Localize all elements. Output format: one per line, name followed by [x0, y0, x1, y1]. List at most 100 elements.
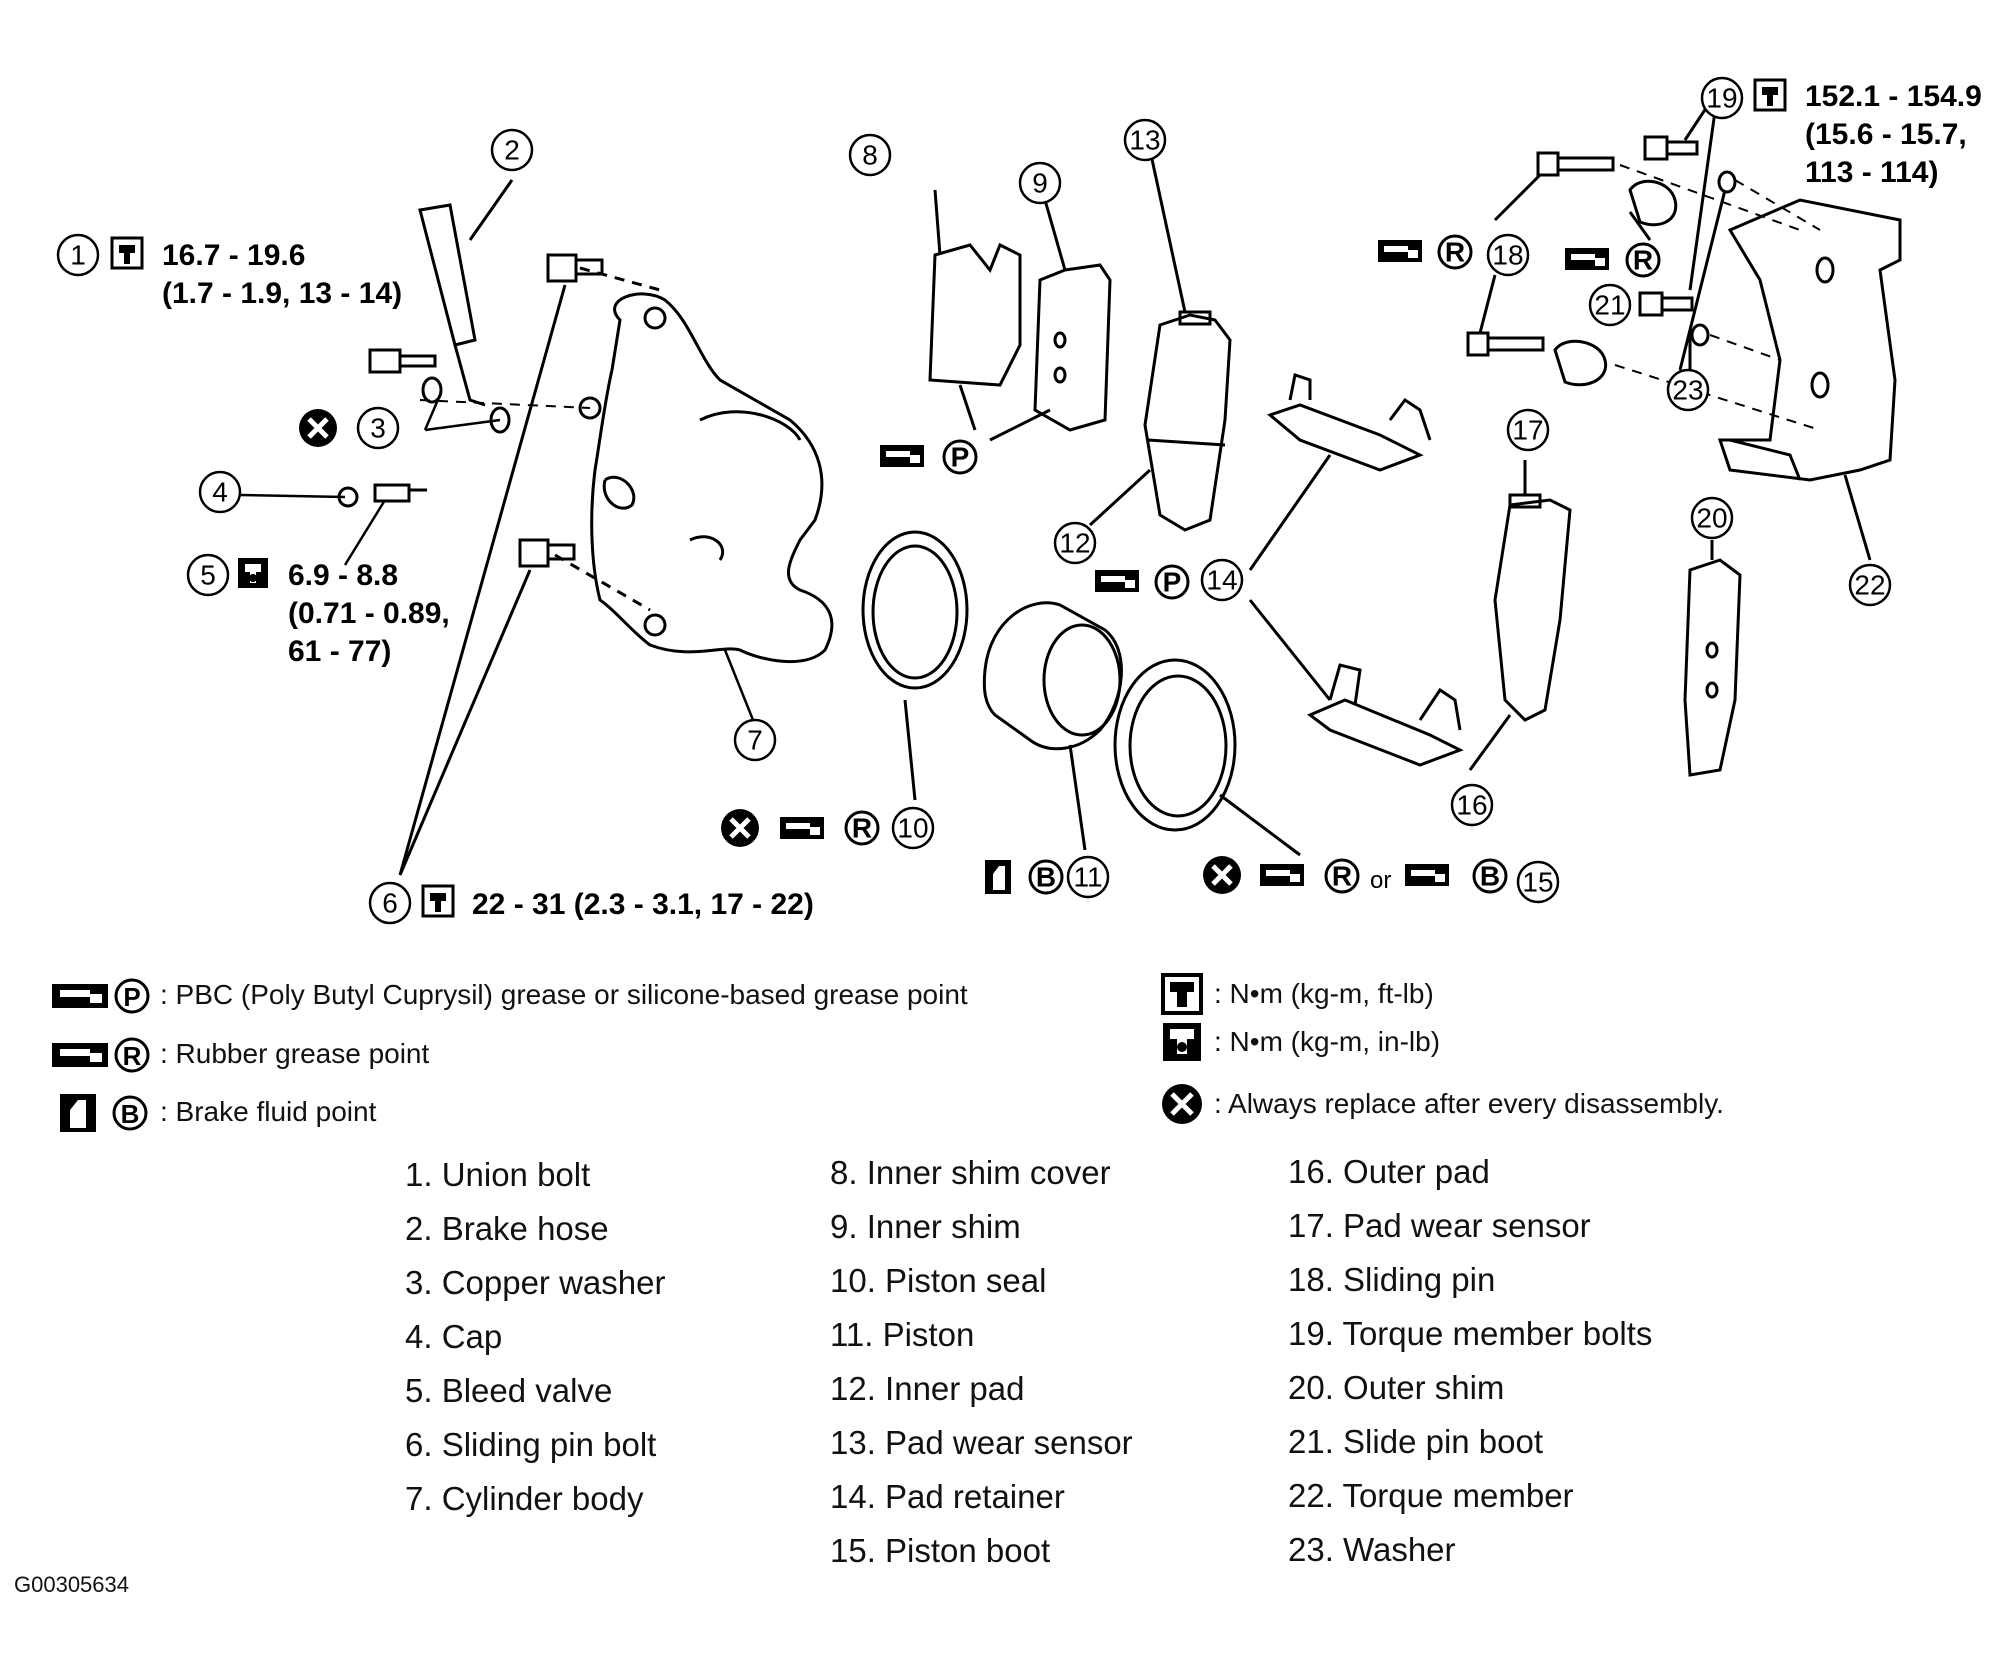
- part-item: 13. Pad wear sensor: [830, 1424, 1133, 1461]
- callout-1: 1: [56, 233, 100, 277]
- callout-3: 3: [356, 406, 400, 450]
- cylinder-body: [578, 292, 834, 664]
- svg-text:18: 18: [1492, 240, 1523, 271]
- symbols-15: R or B: [1203, 856, 1508, 894]
- svg-text:R: R: [1633, 245, 1653, 276]
- svg-text:14: 14: [1206, 565, 1237, 596]
- svg-text:21: 21: [1594, 290, 1625, 321]
- torque-spec-5: 6.9 - 8.8 (0.71 - 0.89, 61 - 77): [238, 558, 450, 668]
- torque-spec-6: 22 - 31 (2.3 - 3.1, 17 - 22): [421, 884, 814, 921]
- svg-text:P: P: [123, 982, 140, 1012]
- inner-shim-cover: [928, 189, 1022, 387]
- part-item: 21. Slide pin boot: [1288, 1423, 1544, 1460]
- legend-torque-ftlb: : N•m (kg-m, ft-lb): [1160, 972, 1434, 1016]
- union-bolt: [368, 348, 437, 374]
- inner-shim: [958, 199, 1112, 442]
- callout-21: 21: [1588, 283, 1632, 327]
- svg-text:11: 11: [1073, 862, 1102, 893]
- part-item: 9. Inner shim: [830, 1208, 1021, 1245]
- part-item: 4. Cap: [405, 1318, 503, 1355]
- part-item: 14. Pad retainer: [830, 1478, 1065, 1515]
- pbc-grease-symbol-9: P: [880, 439, 978, 475]
- svg-text:20: 20: [1696, 503, 1727, 534]
- torque-wrench-inlb-icon: [1163, 1023, 1201, 1061]
- svg-text:3: 3: [370, 413, 386, 444]
- slide-pin-boots: [1553, 179, 1678, 387]
- callout-16: 16: [1450, 783, 1494, 827]
- parts-list-column-2: 8. Inner shim cover 9. Inner shim 10. Pi…: [830, 1146, 1133, 1578]
- parts-list-column-3: 16. Outer pad 17. Pad wear sensor 18. Sl…: [1288, 1145, 1652, 1577]
- piston: [982, 601, 1123, 851]
- leader-lines-left: [239, 394, 757, 726]
- sliding-pin-bolts: [398, 253, 661, 876]
- part-item: 2. Brake hose: [405, 1210, 609, 1247]
- svg-text:2: 2: [504, 135, 520, 166]
- svg-text:23: 23: [1672, 375, 1703, 406]
- dash-axis-lines-right: [1614, 164, 1821, 431]
- part-item: 19. Torque member bolts: [1288, 1315, 1653, 1352]
- svg-text:152.1 - 154.9: 152.1 - 154.9: [1805, 80, 1982, 113]
- svg-text:13: 13: [1129, 125, 1160, 156]
- callout-5: 5: [186, 553, 230, 597]
- svg-text:B: B: [1480, 861, 1500, 892]
- svg-text:9: 9: [1032, 168, 1048, 199]
- svg-text:61 - 77): 61 - 77): [288, 635, 391, 668]
- piston-seal: [861, 530, 969, 801]
- svg-text:113 - 114): 113 - 114): [1805, 156, 1938, 189]
- callout-17: 17: [1506, 408, 1550, 452]
- svg-text:P: P: [951, 442, 970, 473]
- callout-23: 23: [1666, 368, 1710, 412]
- legend-brake-fluid: B : Brake fluid point: [58, 1090, 376, 1134]
- legend-torque-ftlb-text: : N•m (kg-m, ft-lb): [1214, 978, 1434, 1009]
- part-item: 20. Outer shim: [1288, 1369, 1505, 1406]
- callout-19: 19: [1700, 76, 1744, 120]
- legend-brake-fluid-text: : Brake fluid point: [160, 1096, 377, 1127]
- torque-member-bolts: [1638, 89, 1737, 371]
- callout-12: 12: [1053, 521, 1097, 565]
- svg-text:16: 16: [1456, 790, 1487, 821]
- legend-pbc: P : PBC (Poly Butyl Cuprysil) grease or …: [50, 975, 968, 1015]
- callout-7: 7: [733, 718, 777, 762]
- part-item: 18. Sliding pin: [1288, 1261, 1496, 1298]
- svg-text:15: 15: [1522, 867, 1553, 898]
- torque-spec-19: 152.1 - 154.9 (15.6 - 15.7, 113 - 114): [1753, 78, 1982, 189]
- legend-torque-inlb: : N•m (kg-m, in-lb): [1160, 1020, 1440, 1064]
- part-item: 12. Inner pad: [830, 1370, 1025, 1407]
- callout-15: 15: [1516, 860, 1560, 904]
- symbols-11: B: [985, 859, 1064, 895]
- sliding-pins: [1466, 151, 1615, 357]
- rubber-grease-symbol-21: R: [1565, 242, 1661, 278]
- brake-fluid-icon: B: [60, 1094, 148, 1132]
- svg-text:(1.7 - 1.9, 13 - 14): (1.7 - 1.9, 13 - 14): [162, 277, 402, 310]
- legend-rubber: R : Rubber grease point: [50, 1034, 429, 1074]
- callout-10: 10: [891, 806, 935, 850]
- svg-text:10: 10: [897, 813, 928, 844]
- part-item: 8. Inner shim cover: [830, 1154, 1111, 1191]
- svg-text:(0.71 - 0.89,: (0.71 - 0.89,: [288, 597, 450, 630]
- svg-text:6: 6: [382, 888, 398, 919]
- image-id: G00305634: [14, 1572, 129, 1597]
- part-item: 3. Copper washer: [405, 1264, 666, 1301]
- parts-list-column-1: 1. Union bolt 2. Brake hose 3. Copper wa…: [405, 1148, 665, 1526]
- pbc-grease-icon: P: [52, 978, 150, 1014]
- symbols-10: R: [721, 809, 880, 847]
- callout-20: 20: [1690, 496, 1734, 540]
- svg-text:P: P: [1163, 567, 1182, 598]
- outer-pad: [1468, 460, 1572, 771]
- callout-8: 8: [848, 133, 892, 177]
- callout-9: 9: [1018, 161, 1062, 205]
- part-item: 15. Piston boot: [830, 1532, 1051, 1569]
- union-axis-line: [419, 399, 591, 409]
- inner-pad: [1088, 149, 1232, 532]
- svg-text:R: R: [123, 1041, 142, 1071]
- part-item: 16. Outer pad: [1288, 1153, 1490, 1190]
- torque-wrench-icon: [1161, 973, 1203, 1015]
- part-item: 17. Pad wear sensor: [1288, 1207, 1591, 1244]
- svg-text:16.7 - 19.6: 16.7 - 19.6: [162, 239, 305, 272]
- legend-torque-inlb-text: : N•m (kg-m, in-lb): [1214, 1026, 1441, 1057]
- callout-11: 11: [1066, 855, 1110, 899]
- part-item: 10. Piston seal: [830, 1262, 1047, 1299]
- legend-replace-text: : Always replace after every disassembly…: [1214, 1088, 1724, 1119]
- part-item: 7. Cylinder body: [405, 1480, 644, 1517]
